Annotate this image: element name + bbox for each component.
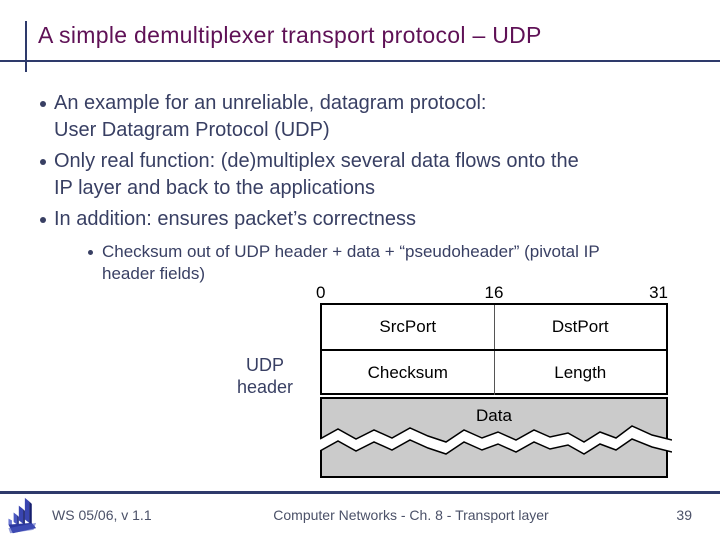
udp-header-label: UDP header <box>236 355 294 397</box>
university-logo-icon <box>8 497 37 534</box>
torn-edge-zigzag <box>320 425 672 455</box>
data-section: Data <box>320 397 672 478</box>
bullet-icon <box>40 159 46 165</box>
field-checksum: Checksum <box>322 351 495 395</box>
field-dstport: DstPort <box>551 317 609 336</box>
footer-page-number: 39 <box>676 507 692 523</box>
bullet-text: Only real function: (de)multiplex severa… <box>54 150 579 199</box>
bullet-icon <box>88 250 93 255</box>
bullet-list: An example for an unreliable, datagram p… <box>40 90 712 285</box>
data-label: Data <box>476 406 512 425</box>
bullet-item: An example for an unreliable, datagram p… <box>40 90 712 144</box>
table-row: Checksum Length <box>322 351 666 395</box>
title-accent-vline <box>25 21 27 72</box>
sub-bullet-text: Checksum out of UDP header + data + “pse… <box>102 242 600 283</box>
bit-mark-31: 31 <box>649 283 668 302</box>
bullet-item: Only real function: (de)multiplex severa… <box>40 148 712 202</box>
bullet-text: An example for an unreliable, datagram p… <box>54 92 487 141</box>
bullet-item: In addition: ensures packet’s correctnes… <box>40 206 712 233</box>
field-srcport: SrcPort <box>322 305 495 349</box>
bit-mark-0: 0 <box>316 283 326 302</box>
table-row: SrcPort DstPort <box>322 305 666 351</box>
bullet-text: In addition: ensures packet’s correctnes… <box>54 208 417 230</box>
footer-version: WS 05/06, v 1.1 <box>52 507 152 523</box>
udp-header-table: SrcPort DstPort Checksum Length <box>320 303 668 395</box>
page-title: A simple demultiplexer transport protoco… <box>38 22 542 48</box>
footer-course: Computer Networks - Ch. 8 - Transport la… <box>273 507 549 523</box>
bit-mark-16: 16 <box>484 283 504 302</box>
field-length: Length <box>554 363 607 382</box>
bullet-icon <box>40 101 46 107</box>
bullet-icon <box>40 217 46 223</box>
title-rule <box>0 60 720 62</box>
sub-bullet-item: Checksum out of UDP header + data + “pse… <box>88 241 712 285</box>
footer-rule <box>0 491 720 494</box>
